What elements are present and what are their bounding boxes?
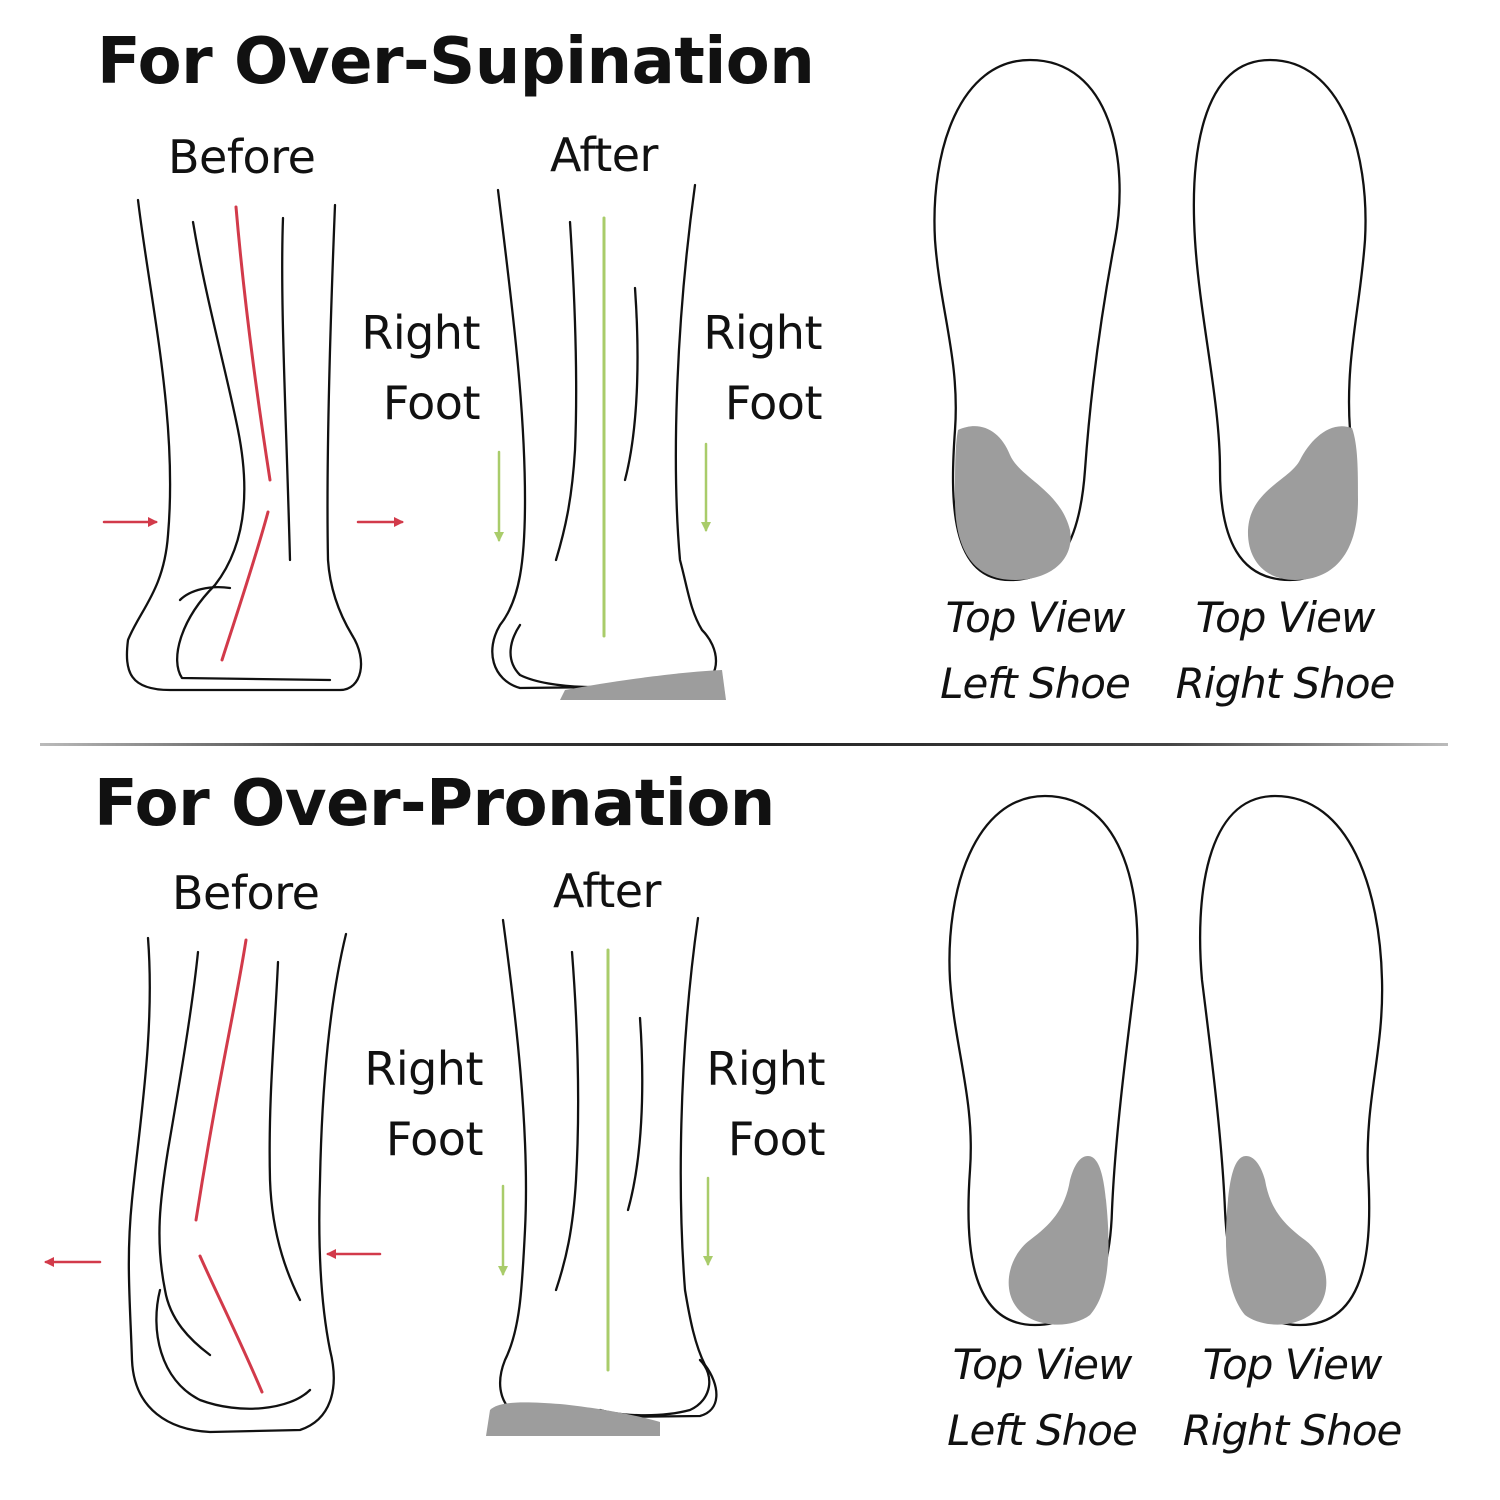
before-label: Before	[172, 866, 320, 920]
supination-left-insole	[933, 58, 1121, 582]
heel-pad	[955, 426, 1071, 580]
caption-line: Left Shoe	[947, 1406, 1138, 1455]
side-label-line: Right	[364, 1042, 483, 1096]
pronation-before-foot	[44, 932, 382, 1434]
caption-line: Right Shoe	[1182, 1406, 1403, 1455]
before-side-label: Right Foot	[340, 298, 480, 438]
heel-pad	[1247, 426, 1358, 580]
section-title-supination: For Over-Supination	[97, 25, 815, 99]
caption-line: Top View	[1202, 1340, 1383, 1389]
shoe-caption-right: Top View Right Shoe	[1172, 1332, 1412, 1464]
arch-pad	[1008, 1156, 1109, 1325]
pronation-after-foot	[486, 916, 718, 1436]
wedge-pad	[486, 1402, 660, 1436]
after-label: After	[550, 128, 658, 182]
shoe-caption-left: Top View Left Shoe	[932, 1332, 1152, 1464]
supination-after-foot	[491, 183, 726, 700]
supination-before-foot	[102, 198, 404, 692]
side-label-line: Foot	[727, 1112, 826, 1166]
caption-line: Top View	[945, 593, 1126, 642]
pronation-left-insole	[948, 794, 1139, 1327]
section-divider	[40, 743, 1448, 746]
after-label: After	[553, 864, 661, 918]
side-label-line: Foot	[385, 1112, 484, 1166]
section-title-pronation: For Over-Pronation	[94, 767, 775, 841]
shoe-caption-left: Top View Left Shoe	[925, 585, 1145, 717]
side-label-line: Foot	[724, 376, 823, 430]
before-side-label: Right Foot	[343, 1034, 483, 1174]
caption-line: Top View	[1195, 593, 1376, 642]
side-label-line: Foot	[382, 376, 481, 430]
after-side-label: Right Foot	[685, 1034, 825, 1174]
caption-line: Right Shoe	[1175, 659, 1396, 708]
wedge-pad	[560, 670, 726, 700]
arch-pad	[1225, 1156, 1327, 1325]
side-label-line: Right	[361, 306, 480, 360]
caption-line: Top View	[952, 1340, 1133, 1389]
supination-right-insole	[1192, 58, 1367, 582]
pronation-right-insole	[1198, 794, 1384, 1327]
side-label-line: Right	[706, 1042, 825, 1096]
caption-line: Left Shoe	[940, 659, 1131, 708]
before-label: Before	[168, 130, 316, 184]
shoe-caption-right: Top View Right Shoe	[1165, 585, 1405, 717]
side-label-line: Right	[703, 306, 822, 360]
after-side-label: Right Foot	[682, 298, 822, 438]
